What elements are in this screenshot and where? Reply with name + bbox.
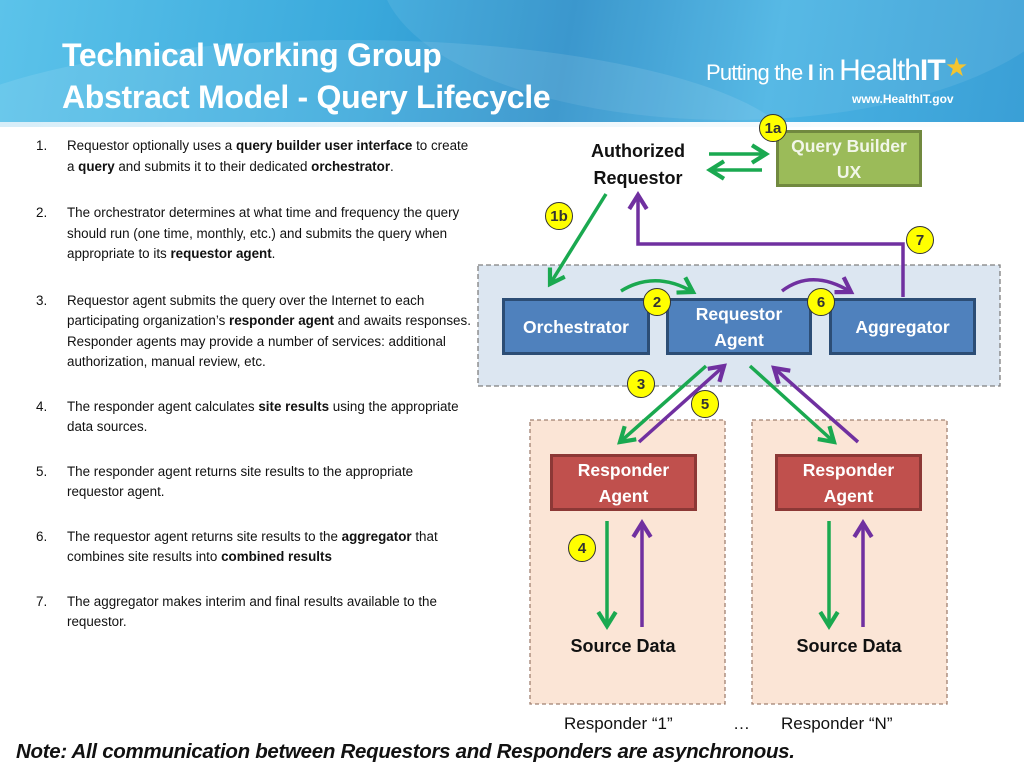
step-text: and submits it to their dedicated (114, 158, 312, 174)
step-text: The responder agent returns site results… (67, 463, 414, 500)
aggregator-box: Aggregator (829, 298, 976, 355)
arrow-agent-to-responder-1 (617, 364, 708, 445)
step-item: 2. The orchestrator determines at what ti… (36, 203, 472, 265)
step-keyword: orchestrator (311, 158, 391, 174)
async-note: Note: All communication between Requesto… (16, 740, 795, 763)
slide-title: Technical Working Group Abstract Model -… (62, 34, 551, 118)
authorized-requestor: Authorized Requestor (591, 141, 685, 188)
step-number: 5. (36, 463, 48, 479)
step-number: 4. (36, 398, 48, 414)
step-number: 2. (36, 205, 48, 220)
header-banner: Technical Working Group Abstract Model -… (0, 0, 1024, 127)
step-text: The requestor agent returns site results… (67, 528, 342, 544)
step-text: Requestor agent submits the query over t… (67, 292, 425, 329)
star-icon: ★ (944, 52, 968, 82)
step-number: 7. (36, 593, 48, 609)
step-badge-4: 4 (568, 534, 596, 562)
step-keyword: requestor agent (170, 246, 272, 261)
title-line-2: Abstract Model - Query Lifecycle (62, 79, 551, 115)
step-text: and awaits responses. Responder agents m… (67, 313, 471, 369)
source-data-n: Source Data (796, 636, 902, 656)
step-number: 6. (36, 528, 48, 544)
step-keyword: site results (258, 398, 330, 414)
logo-putting: Putting the (706, 60, 808, 85)
step-badge-6: 6 (807, 288, 835, 316)
step-item: 4. The responder agent calculates site re… (36, 397, 472, 438)
arrow-orchestrator-to-agent (620, 276, 697, 295)
step-number: 1. (36, 138, 48, 153)
step-keyword: combined results (221, 549, 332, 564)
step-badge-1b: 1b (545, 202, 573, 230)
step-text: . (390, 158, 394, 174)
step-badge-2: 2 (643, 288, 671, 316)
step-badge-1a: 1a (759, 114, 787, 142)
step-badge-7: 7 (906, 226, 934, 254)
step-keyword: query builder user interface (235, 138, 413, 153)
logo-url: www.HealthIT.gov (852, 92, 954, 106)
responder-n-label: Responder “N” (781, 714, 893, 733)
steps-list: 1. Requestor optionally uses a query buil… (36, 136, 472, 633)
healthit-logo: Putting the I in HealthIT★ www.HealthIT.… (706, 52, 968, 106)
step-item: 5. The responder agent returns site resul… (36, 462, 472, 503)
responder-1-label: Responder “1” (564, 714, 673, 733)
title-line-1: Technical Working Group (62, 37, 442, 73)
arrow-aggregator-to-requestor (627, 191, 905, 297)
responder-agent-1-box: Responder Agent (550, 454, 697, 511)
step-item: 7. The aggregator makes interim and final… (36, 592, 472, 633)
step-item: 3. Requestor agent submits the query over… (36, 291, 472, 373)
step-badge-5: 5 (691, 390, 719, 418)
step-text: The aggregator makes interim and final r… (67, 593, 437, 630)
orchestrator-box: Orchestrator (502, 298, 650, 355)
query-builder-ux-box: Query Builder UX (776, 130, 922, 187)
arrow-responder-1-to-agent (637, 363, 727, 444)
step-text: that combines site results into (67, 528, 438, 565)
arrow-agent-to-aggregator (780, 276, 855, 295)
step-number: 3. (36, 292, 48, 308)
step-text: . (271, 246, 276, 261)
step-text: Requestor optionally uses a (67, 138, 236, 153)
source-data-1: Source Data (570, 636, 676, 656)
header-divider (0, 122, 1024, 127)
arrow-agent-to-responder-n (748, 364, 837, 445)
responder-agent-n-box: Responder Agent (775, 454, 922, 511)
step-keyword: query (78, 158, 115, 174)
logo-it: IT (919, 54, 946, 87)
logo-i: I (807, 60, 814, 85)
arrow-responder-n-to-agent (771, 365, 860, 444)
requestor-agent-box: Requestor Agent (666, 298, 812, 355)
arrow-requestor-to-orchestrator (547, 193, 608, 288)
responder-ellipsis: … (733, 714, 750, 733)
step-item: 6. The requestor agent returns site resul… (36, 527, 472, 568)
step-text: The responder agent calculates (67, 398, 259, 414)
logo-in: in (813, 60, 840, 85)
step-text: using the appropriate data sources. (67, 398, 459, 435)
logo-health: Health (839, 54, 921, 87)
step-text: The orchestrator determines at what time… (67, 205, 460, 261)
step-text: to create a (67, 138, 469, 174)
step-keyword: responder agent (229, 313, 334, 328)
step-item: 1. Requestor optionally uses a query buil… (36, 136, 472, 177)
step-keyword: aggregator (341, 528, 412, 544)
step-badge-3: 3 (627, 370, 655, 398)
